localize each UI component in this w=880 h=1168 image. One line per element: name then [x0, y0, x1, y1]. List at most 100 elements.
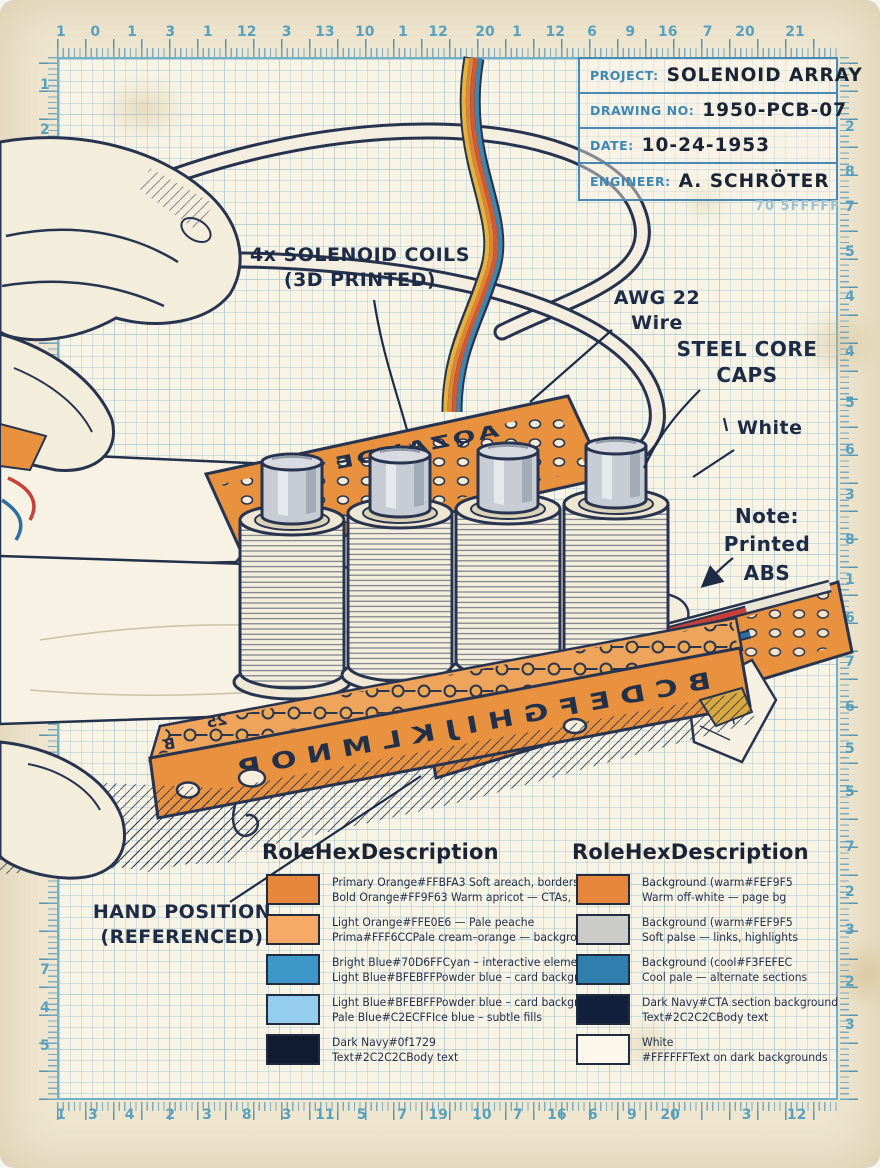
ruler-number: 2 — [165, 1107, 176, 1123]
ruler-number: 13 — [315, 24, 335, 40]
date-label: DATE: — [590, 138, 634, 153]
ruler-number: 19 — [428, 1107, 448, 1123]
ruler-number: 3 — [845, 487, 855, 504]
ruler-number: 16 — [547, 1107, 567, 1123]
legend-row-text: Light Blue#BFEBFFPowder blue – card back… — [332, 995, 612, 1024]
ruler-number: 16 — [657, 24, 678, 40]
engineer-value: A. SCHRÖTER — [678, 171, 830, 192]
ruler-number: 8 — [845, 163, 855, 180]
ruler-number: 1 — [845, 571, 855, 588]
ruler-number: 20 — [735, 24, 755, 40]
color-swatch — [576, 954, 630, 985]
color-swatch — [576, 994, 630, 1025]
ruler-number: 9 — [626, 1107, 637, 1123]
legend-row: White#FFFFFFText on dark backgrounds — [576, 1034, 851, 1065]
ruler-number: 6 — [845, 442, 855, 459]
drawing-no-value: 1950-PCB-07 — [702, 100, 848, 121]
ruler-number: 2 — [845, 118, 855, 135]
ruler-number: 7 — [702, 24, 713, 40]
legend-table-left: Primary Orange#FFBFA3 Soft areach, borde… — [266, 874, 629, 1065]
color-swatch — [576, 1034, 630, 1065]
ruler-number: 0 — [90, 24, 101, 40]
ruler-number: 9 — [625, 24, 636, 40]
ruler-number: 12 — [786, 1107, 807, 1123]
ruler-number: 20 — [475, 24, 495, 40]
legend-header-right: RoleHexDescription — [572, 840, 809, 864]
color-swatch — [266, 994, 320, 1025]
ruler-number: 10 — [472, 1107, 492, 1123]
color-swatch — [266, 1034, 320, 1065]
project-label: PROJECT: — [590, 68, 659, 83]
ruler-number: 2 — [40, 122, 50, 138]
ruler-number: 12 — [428, 24, 448, 40]
ruler-number: 21 — [785, 24, 805, 40]
legend-row: Bright Blue#70D6FFCyan – interactive ele… — [266, 954, 629, 985]
legend-row-text: Bright Blue#70D6FFCyan – interactive ele… — [332, 955, 612, 984]
color-swatch — [266, 914, 320, 945]
ruler-number: 7 — [512, 1107, 523, 1123]
ruler-number: 1 — [512, 24, 522, 40]
title-block-row-drawing-no: DRAWING NO: 1950-PCB-07 — [580, 94, 846, 129]
ruler-number: 3 — [281, 24, 292, 40]
ruler-number: 4 — [40, 1000, 50, 1017]
ruler-number: 7 — [845, 199, 855, 216]
ruler-number: 5 — [40, 1037, 50, 1054]
legend-row: Primary Orange#FFBFA3 Soft areach, borde… — [266, 874, 629, 905]
ruler-number: 4 — [124, 1107, 135, 1123]
ruler-number: 1 — [127, 24, 137, 40]
ruler-number: 7 — [845, 838, 855, 855]
ruler-number: 5 — [845, 784, 855, 801]
ruler-number: 1 — [202, 24, 213, 40]
color-swatch — [576, 874, 630, 905]
ruler-number: 20 — [660, 1107, 680, 1123]
ruler-number: 7 — [40, 961, 50, 978]
ruler-number: 1 — [398, 24, 408, 40]
ruler-left-numbers: 1 2 7 4 5 — [40, 57, 56, 1100]
ruler-number: 11 — [315, 1107, 335, 1123]
ruler-number: 4 — [845, 288, 855, 305]
ruler-number: 8 — [241, 1107, 252, 1123]
ruler-number: 3 — [165, 24, 176, 40]
title-block-footnote: 70 5FFFFF — [754, 199, 840, 214]
ruler-number: 10 — [354, 24, 375, 40]
color-swatch — [266, 954, 320, 985]
ruler-number: 1 — [40, 77, 50, 94]
legend-row-text: White#FFFFFFText on dark backgrounds — [642, 1035, 828, 1064]
legend-row: Light Blue#BFEBFFPowder blue – card back… — [266, 994, 629, 1025]
ruler-number: 12 — [545, 24, 566, 40]
ruler-number: 6 — [845, 610, 855, 627]
ruler-number: 6 — [587, 24, 597, 40]
legend-row-text: Primary Orange#FFBFA3 Soft areach, borde… — [332, 875, 579, 904]
title-block-row-project: PROJECT: SOLENOID ARRAY — [580, 59, 862, 94]
ruler-number: 3 — [202, 1107, 212, 1123]
ruler-number: 1 — [56, 1107, 66, 1123]
ruler-number: 6 — [587, 1107, 598, 1123]
ruler-number: 5 — [845, 740, 855, 757]
ruler-number: 8 — [845, 531, 855, 548]
ruler-number: 7 — [397, 1107, 408, 1123]
date-value: 10-24-1953 — [641, 135, 770, 156]
ruler-number: 4 — [845, 344, 855, 361]
paper-stain — [799, 309, 879, 379]
ruler-top — [57, 37, 838, 57]
title-block-row-engineer: ENGINEER: A. SCHRÖTER — [580, 164, 836, 199]
title-block-row-date: DATE: 10-24-1953 — [580, 129, 836, 164]
ruler-number: 1 — [56, 24, 66, 40]
blue-wire-scrap — [1, 498, 23, 541]
project-value: SOLENOID ARRAY — [666, 65, 863, 86]
paper-stain — [99, 79, 189, 139]
